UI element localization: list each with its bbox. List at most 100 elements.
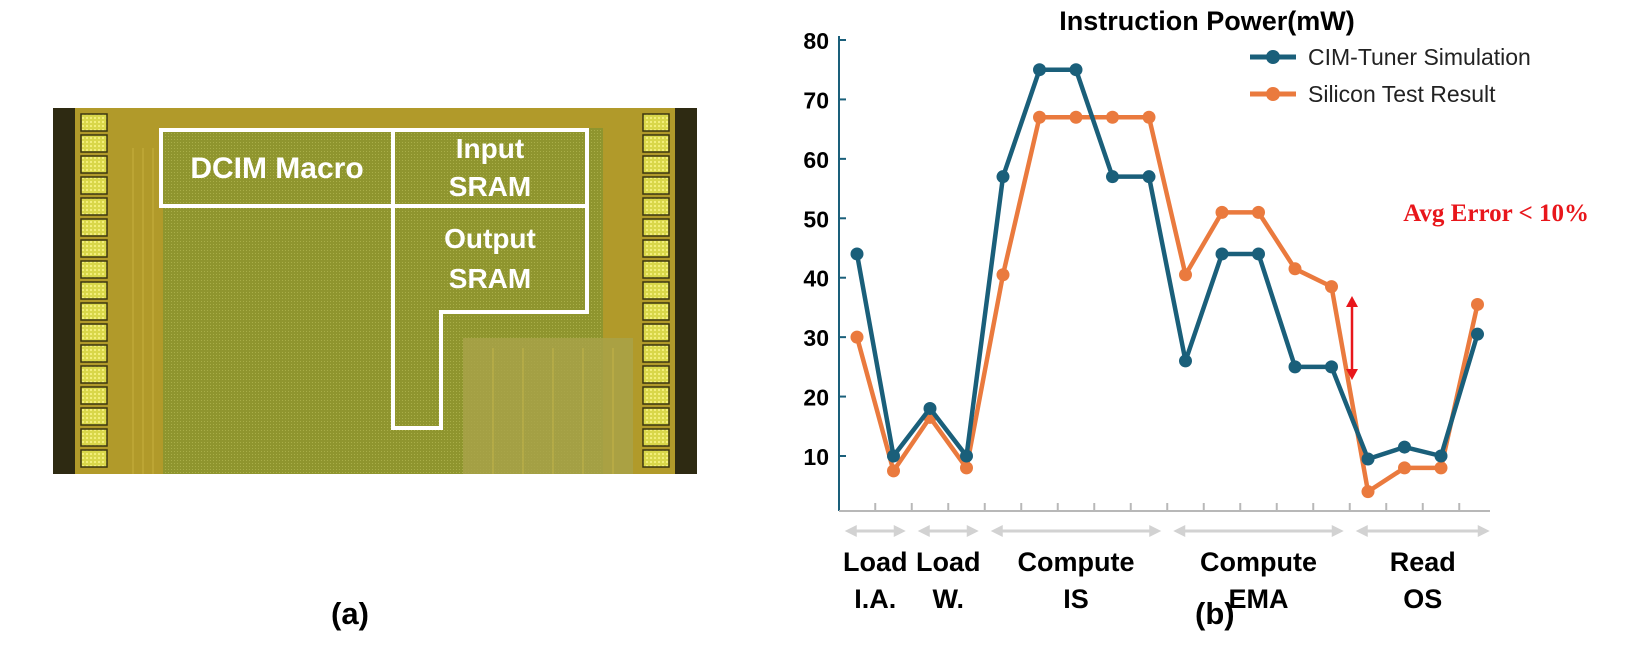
data-point: [1434, 449, 1448, 463]
bond-pad: [80, 449, 108, 468]
bond-pad: [80, 134, 108, 153]
group-ruler-arrow: [893, 525, 906, 537]
data-point: [1106, 170, 1119, 184]
group-ruler-arrow: [990, 525, 1003, 537]
data-point: [850, 247, 864, 261]
group-ruler-arrow: [966, 525, 979, 537]
group-ruler-arrow: [917, 525, 930, 537]
bond-pad: [642, 113, 670, 132]
data-point: [1069, 110, 1083, 124]
data-point: [887, 464, 900, 478]
data-point: [1471, 327, 1484, 341]
bond-pad: [80, 407, 108, 426]
y-tick-label: 30: [803, 325, 829, 351]
data-point: [850, 330, 864, 344]
data-point: [923, 401, 937, 415]
bond-pad: [80, 113, 108, 132]
bond-pad: [642, 428, 670, 447]
data-point: [1252, 247, 1265, 261]
group-label-line2: I.A.: [854, 584, 896, 614]
data-point: [1142, 110, 1156, 124]
group-ruler-arrow: [1355, 525, 1368, 537]
data-point: [960, 461, 973, 475]
bond-pad: [80, 239, 108, 258]
group-label-line1: Read: [1390, 547, 1456, 577]
y-tick-label: 70: [803, 87, 829, 113]
bond-pad: [642, 365, 670, 384]
data-point: [1361, 485, 1375, 499]
group-label-line2: OS: [1403, 584, 1442, 614]
bond-pad: [80, 323, 108, 342]
legend: CIM-Tuner Simulation Silicon Test Result: [1250, 44, 1531, 107]
legend-label-simulation: CIM-Tuner Simulation: [1308, 44, 1531, 70]
data-point: [1215, 247, 1229, 261]
data-point: [1398, 461, 1411, 475]
group-ruler-arrow: [1477, 525, 1490, 537]
bond-pad: [80, 155, 108, 174]
legend-marker-simulation: [1266, 50, 1280, 64]
group-label-line1: Compute: [1018, 547, 1135, 577]
group-label-line2: IS: [1063, 584, 1089, 614]
bond-pad: [642, 386, 670, 405]
y-tick-label: 40: [803, 266, 829, 292]
group-label-line1: Compute: [1200, 547, 1317, 577]
panel-b-caption: (b): [1195, 596, 1235, 631]
dcim-macro-label: DCIM Macro: [190, 152, 363, 185]
data-point: [1325, 360, 1338, 374]
output-sram-box: [391, 204, 589, 430]
bond-pad: [80, 260, 108, 279]
bond-pad: [642, 197, 670, 216]
series-layer: [850, 63, 1484, 499]
legend-label-silicon: Silicon Test Result: [1308, 81, 1496, 107]
bond-pad: [642, 218, 670, 237]
bond-pad: [80, 428, 108, 447]
group-ruler-arrow: [844, 525, 857, 537]
bond-pad: [80, 218, 108, 237]
panel-a-caption: (a): [331, 596, 369, 631]
avg-error-annotation: Avg Error < 10%: [1403, 200, 1589, 227]
bond-pad: [80, 281, 108, 300]
data-point: [887, 449, 900, 463]
data-point: [1033, 110, 1046, 124]
data-point: [1398, 440, 1411, 454]
chip-micrograph: DCIM Macro Input SRAM Output SRAM: [53, 108, 697, 474]
y-tick-label: 10: [803, 444, 829, 470]
bond-pad: [642, 155, 670, 174]
data-point: [1471, 297, 1484, 311]
data-point: [1069, 63, 1083, 77]
bond-pad: [80, 197, 108, 216]
data-point: [1142, 170, 1156, 184]
data-point: [1288, 262, 1302, 276]
legend-marker-silicon: [1266, 87, 1280, 101]
output-sram-label-1: Output: [444, 223, 536, 254]
data-point: [1434, 461, 1448, 475]
group-ruler-arrow: [1173, 525, 1186, 537]
bond-pad: [80, 302, 108, 321]
data-point: [996, 170, 1010, 184]
data-point: [996, 268, 1010, 282]
data-point: [1179, 268, 1192, 282]
y-tick-label: 60: [803, 147, 829, 173]
group-label-line2: W.: [933, 584, 965, 614]
series-line: [854, 115, 1480, 494]
y-tick-label: 80: [803, 28, 829, 54]
data-point: [960, 449, 973, 463]
output-sram-label-2: SRAM: [449, 263, 531, 294]
input-sram-label-1: Input: [456, 133, 524, 164]
data-point: [1325, 280, 1338, 294]
data-point: [1179, 354, 1192, 368]
bond-pad: [642, 323, 670, 342]
group-ruler-arrow: [1331, 525, 1344, 537]
bond-pad: [642, 344, 670, 363]
chart-title: Instruction Power(mW): [1059, 6, 1355, 36]
group-label-line2: EMA: [1229, 584, 1289, 614]
data-point: [1033, 63, 1046, 77]
bond-pad: [80, 386, 108, 405]
bond-pad: [642, 260, 670, 279]
group-ruler-arrow: [1149, 525, 1162, 537]
error-arrow: [1346, 296, 1358, 380]
bond-pad: [642, 281, 670, 300]
